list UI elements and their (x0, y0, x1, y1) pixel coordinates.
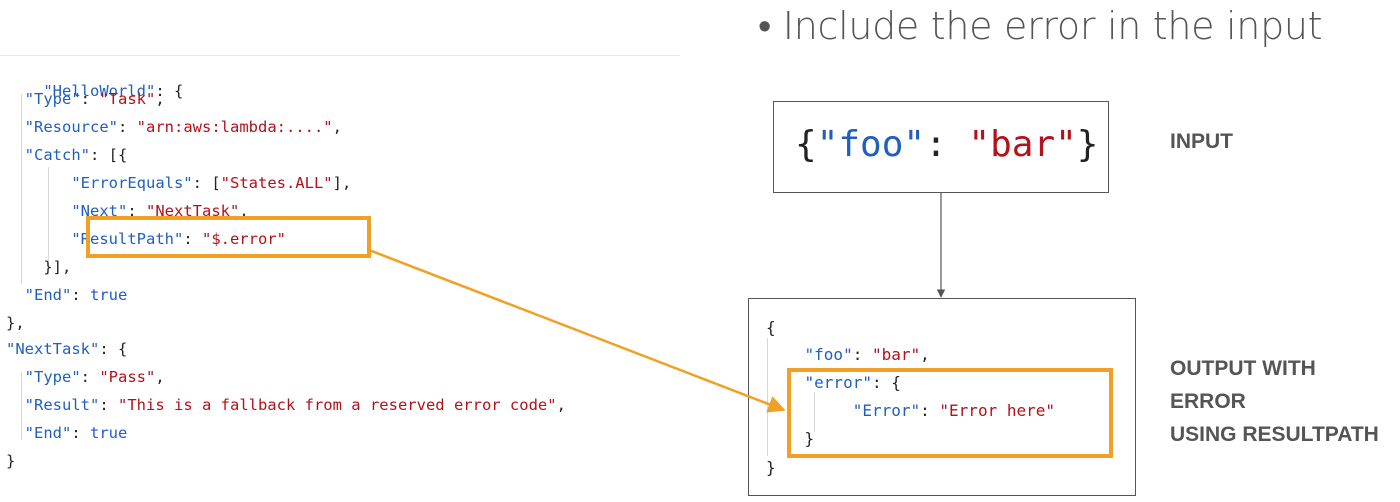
output-line: "error": { (804, 373, 901, 392)
code-line: "Result": "This is a fallback from a res… (24, 396, 566, 414)
code-line: "End": true (24, 424, 128, 442)
code-line: }, (6, 314, 25, 332)
output-line: "foo": "bar", (804, 345, 930, 364)
code-key: "HelloWorld" (43, 82, 156, 100)
input-box (773, 101, 1109, 193)
code-line: "Catch": [{ (24, 146, 128, 164)
output-label-line: OUTPUT WITH (1170, 357, 1316, 380)
code-line: "Type": "Pass", (24, 368, 165, 386)
code-line: "Type": "Task", (24, 90, 165, 108)
code-line: "Resource": "arn:aws:lambda:....", (24, 118, 342, 136)
indent-guide (21, 372, 22, 440)
code-line-resultpath: "ResultPath": "$.error" (71, 230, 286, 248)
slide-bullet: • Include the error in the input (758, 4, 1323, 48)
input-json: {"foo": "bar"} (795, 124, 1099, 165)
code-line: } (6, 452, 16, 470)
output-line: } (804, 429, 815, 448)
code-line: "End": true (24, 286, 128, 304)
code-line: "NextTask": { (6, 340, 128, 358)
code-panel: "HelloWorld": { "Type": "Task", "Resourc… (0, 0, 690, 502)
input-label: INPUT (1170, 130, 1233, 153)
output-label: OUTPUT WITH ERROR USING RESULTPATH (1170, 352, 1379, 451)
output-line: } (766, 458, 776, 477)
indent-guide (21, 94, 22, 284)
output-label-line: ERROR (1170, 390, 1246, 413)
output-label-line: USING RESULTPATH (1170, 423, 1379, 446)
code-line: "Next": "NextTask", (71, 202, 249, 220)
output-box (748, 298, 1136, 496)
panel-divider (0, 55, 680, 56)
code-line: }], (43, 258, 72, 276)
output-line: "Error": "Error here" (852, 401, 1055, 420)
code-line: "ErrorEquals": ["States.ALL"], (71, 174, 352, 192)
indent-guide (48, 167, 49, 261)
code-line: "HelloWorld": { (43, 82, 184, 100)
output-line: { (766, 318, 776, 337)
